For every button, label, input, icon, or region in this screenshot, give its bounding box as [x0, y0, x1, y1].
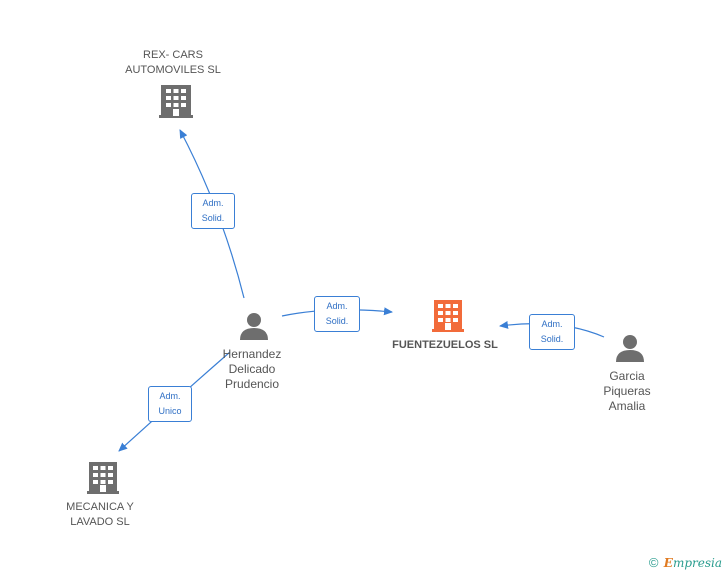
edge-label-line: Solid.	[201, 213, 225, 223]
label-line: LAVADO SL	[70, 516, 130, 528]
person-icon[interactable]	[240, 313, 268, 340]
label-line: Hernandez	[222, 347, 282, 361]
edge-label-line: Unico	[158, 406, 182, 416]
company-label-mecanica[interactable]: MECANICA Y LAVADO SL	[44, 500, 156, 530]
brand-mark: E	[663, 556, 673, 570]
brand-text: mpresia	[672, 556, 722, 570]
person-icon[interactable]	[616, 335, 644, 362]
label-line: Piqueras	[603, 384, 651, 398]
edge-label-line: Adm.	[202, 198, 224, 208]
edge-label-hernandez-fuente[interactable]: Adm. Solid.	[314, 296, 360, 332]
label-line: Amalia	[608, 399, 646, 413]
label-line: Delicado	[228, 362, 276, 376]
label-line: MECANICA Y	[66, 501, 134, 513]
edge-label-garcia-fuente[interactable]: Adm. Solid.	[529, 314, 575, 350]
person-label-garcia[interactable]: Garcia Piqueras Amalia	[580, 369, 674, 414]
label-line: FUENTEZUELOS SL	[392, 339, 498, 351]
edge-label-line: Adm.	[326, 301, 348, 311]
copyright-icon: ©	[648, 555, 659, 570]
empresia-logo: © Empresia	[649, 555, 722, 570]
building-icon[interactable]	[159, 85, 193, 118]
building-icon[interactable]	[432, 300, 464, 332]
building-icon[interactable]	[87, 462, 119, 494]
person-label-hernandez[interactable]: Hernandez Delicado Prudencio	[200, 347, 304, 392]
edge-label-line: Adm.	[541, 319, 563, 329]
edge-label-hernandez-mecanica[interactable]: Adm. Unico	[148, 386, 192, 422]
company-label-rex[interactable]: REX- CARS AUTOMOVILES SL	[110, 48, 236, 78]
edge-label-hernandez-rex[interactable]: Adm. Solid.	[191, 193, 235, 229]
company-label-fuentezuelos[interactable]: FUENTEZUELOS SL	[380, 338, 510, 353]
label-line: AUTOMOVILES SL	[125, 64, 221, 76]
edge-label-line: Solid.	[540, 334, 564, 344]
label-line: Prudencio	[224, 377, 280, 391]
edge-label-line: Adm.	[159, 391, 181, 401]
label-line: Garcia	[609, 369, 645, 383]
label-line: REX- CARS	[143, 49, 203, 61]
edge-label-line: Solid.	[325, 316, 349, 326]
